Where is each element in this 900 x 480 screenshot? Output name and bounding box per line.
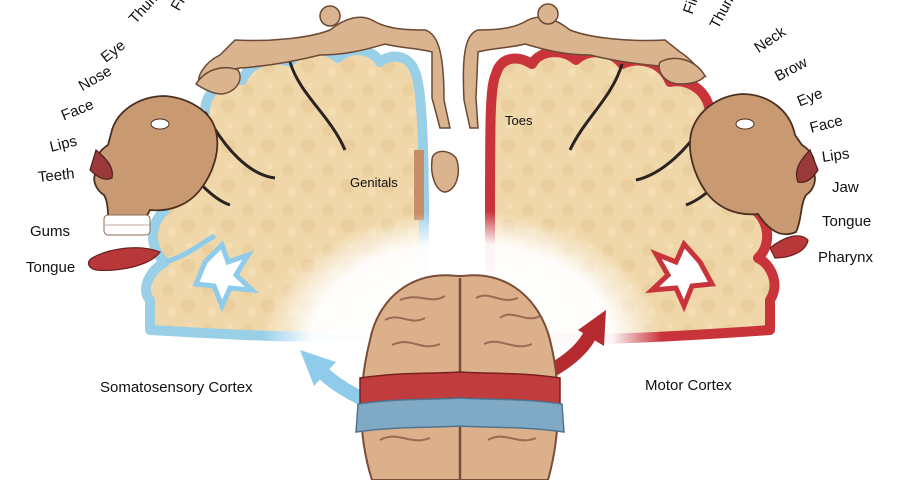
sensory-sulcus-2 bbox=[288, 61, 347, 151]
brain-top-view-icon bbox=[355, 274, 565, 480]
sensory-genital-strip bbox=[414, 150, 424, 220]
sensory-homunculus-icon bbox=[87, 5, 460, 271]
label-motor-lips: Lips bbox=[820, 145, 851, 166]
label-sensory-tongue: Tongue bbox=[26, 259, 76, 276]
caption-somatosensory-cortex: Somatosensory Cortex bbox=[100, 379, 253, 396]
label-motor-jaw: Jaw bbox=[832, 179, 859, 196]
caption-motor-cortex: Motor Cortex bbox=[645, 377, 732, 394]
sensory-deep-fissure bbox=[192, 240, 260, 313]
label-sensory-genitals: Genitals bbox=[350, 175, 398, 190]
motor-deep-fissure bbox=[645, 239, 716, 313]
sensory-sulcus-4 bbox=[164, 233, 217, 265]
label-motor-toes: Toes bbox=[505, 113, 533, 128]
label-sensory-gums: Gums bbox=[30, 223, 71, 240]
label-motor-pharynx: Pharynx bbox=[818, 249, 874, 266]
label-motor-tongue: Tongue bbox=[822, 213, 872, 230]
motor-sulcus-2 bbox=[568, 63, 624, 151]
motor-homunculus-icon bbox=[462, 3, 819, 259]
label-sensory-teeth: Teeth bbox=[37, 165, 76, 186]
